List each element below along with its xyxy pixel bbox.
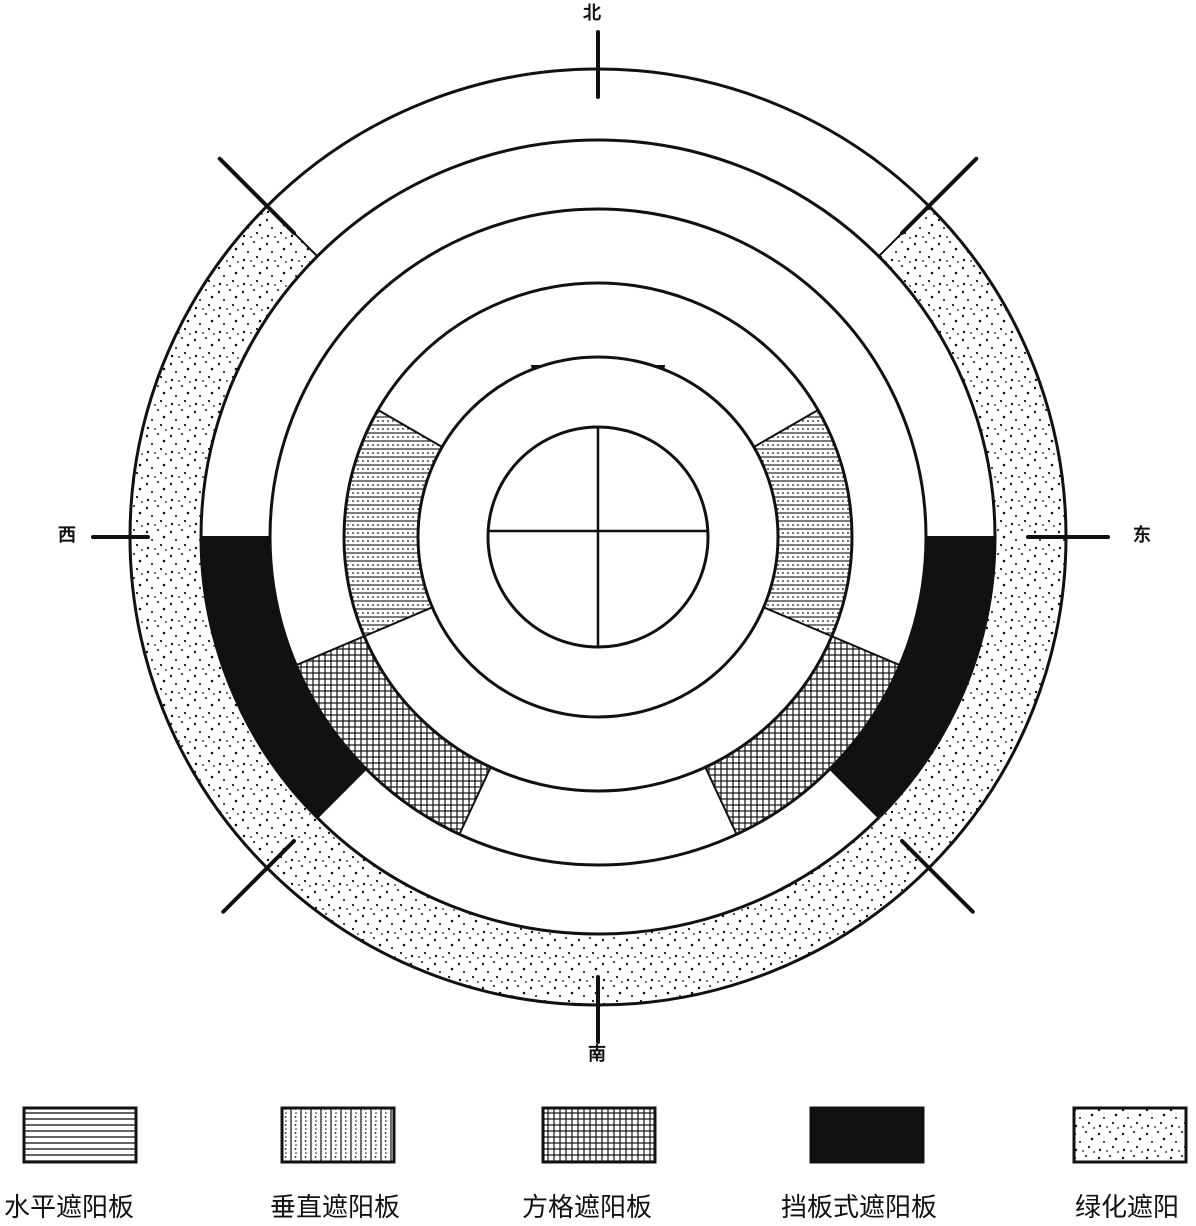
legend-swatch-solid xyxy=(809,1106,925,1164)
legend-swatch-grid xyxy=(541,1106,657,1164)
ring-2 xyxy=(199,138,997,936)
tick-northwest xyxy=(217,156,296,235)
direction-west-label: 西 xyxy=(58,525,76,546)
tick-southwest xyxy=(221,839,296,914)
horizontal-sunshade-north xyxy=(530,365,666,432)
direction-east-label: 东 xyxy=(1133,525,1151,546)
tick-northeast xyxy=(900,156,979,235)
direction-south-label: 南 xyxy=(588,1044,606,1065)
legend-swatch-horizontal xyxy=(22,1106,138,1164)
combined-sunshade-west xyxy=(343,408,444,638)
legend-label-horizontal: 水平遮阳板 xyxy=(4,1193,135,1223)
ring-5 xyxy=(416,355,780,719)
legend-swatch-stipple xyxy=(1072,1106,1188,1164)
combined-sunshade-east xyxy=(752,408,853,638)
ring-3 xyxy=(268,207,928,867)
ring-4 xyxy=(342,281,854,793)
legend-label-solid: 挡板式遮阳板 xyxy=(781,1193,938,1223)
legend-label-stipple: 绿化遮阳 xyxy=(1075,1193,1180,1223)
legend-label-vertical: 垂直遮阳板 xyxy=(270,1193,401,1223)
legend-label-grid: 方格遮阳板 xyxy=(522,1193,653,1223)
legend-swatch-vertical xyxy=(280,1106,396,1164)
tick-southeast xyxy=(900,839,975,914)
direction-north-label: 北 xyxy=(583,3,601,24)
